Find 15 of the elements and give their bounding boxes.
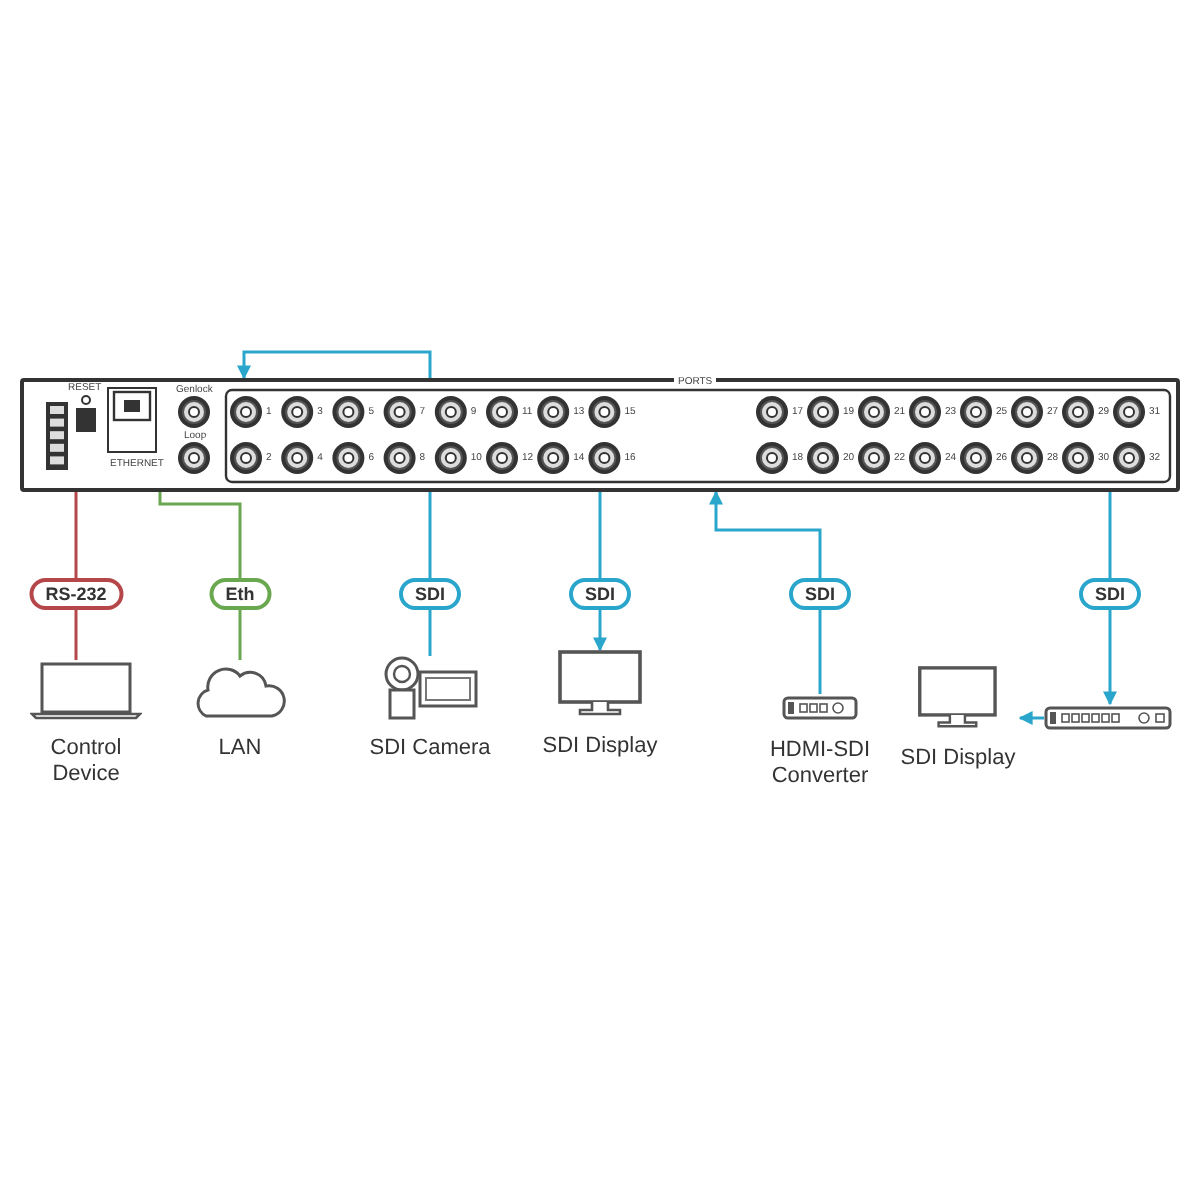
edge-label: Eth <box>209 578 271 610</box>
device-label: SDI Display <box>900 746 1016 773</box>
edge-label: SDI <box>569 578 631 610</box>
device-label: SDI Display <box>542 734 658 761</box>
edge-label: SDI <box>789 578 851 610</box>
edge-label: SDI <box>1079 578 1141 610</box>
edge-label: RS-232 <box>29 578 123 610</box>
connector-line <box>1018 711 1044 725</box>
device-label: Control Device <box>48 736 124 789</box>
device-label: SDI Camera <box>369 736 491 763</box>
matrix-switcher-panel <box>20 378 1180 492</box>
device-label: HDMI-SDI Converter <box>767 738 873 791</box>
edge-label: SDI <box>399 578 461 610</box>
device-label: LAN <box>218 736 262 763</box>
connector-line <box>709 490 822 694</box>
